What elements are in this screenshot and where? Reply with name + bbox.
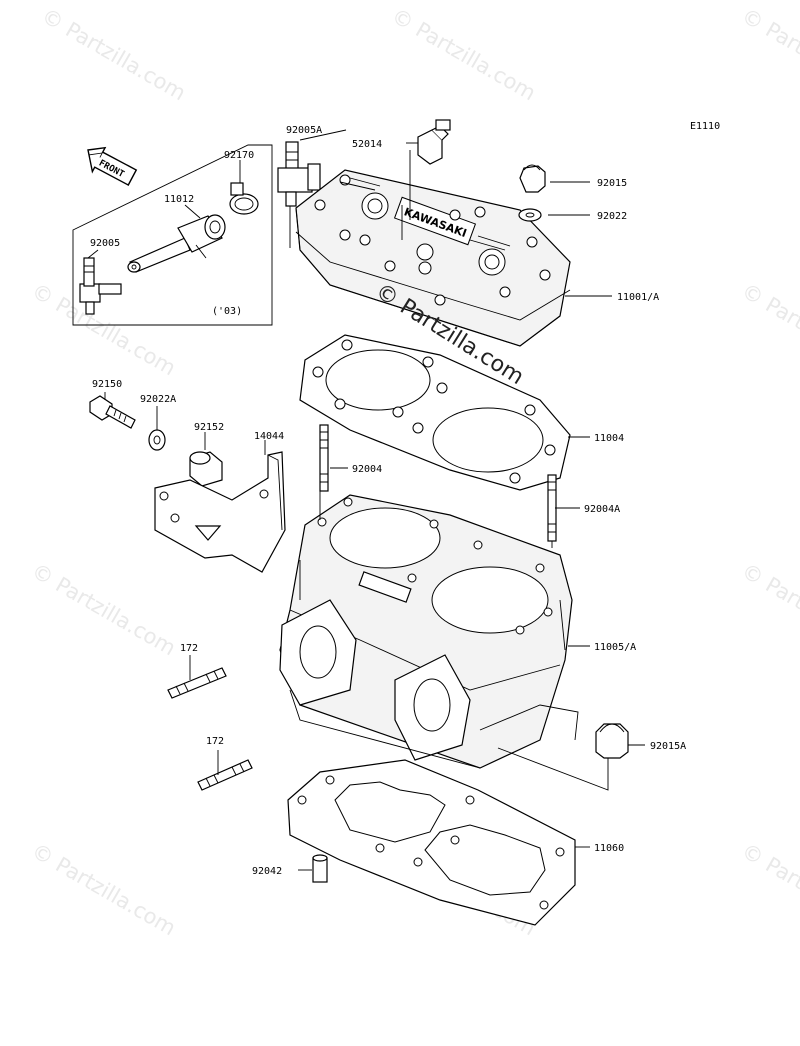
washer-92022A	[148, 429, 166, 451]
bolt-92150	[89, 395, 136, 429]
label-92022A: 92022A	[140, 394, 176, 405]
head-gasket-11004	[299, 334, 571, 491]
cap-nut-92015	[519, 164, 546, 193]
label-172-lower: 172	[206, 736, 224, 747]
dowel-92042	[312, 854, 328, 883]
pipe-11012	[127, 214, 226, 273]
bracket-14044	[154, 451, 286, 573]
watermark: © Partzilla.com	[28, 839, 180, 941]
label-172-upper: 172	[180, 643, 198, 654]
watermark: © Partzilla.com	[388, 4, 540, 106]
label-92005A: 92005A	[286, 125, 322, 136]
label-92004A: 92004A	[584, 504, 620, 515]
label-92152: 92152	[194, 422, 224, 433]
stud-92004A	[547, 474, 557, 542]
part-labels: 92005A 52014 92170 11012 92005 92015 920…	[90, 125, 686, 877]
year-note: ('03)	[212, 306, 242, 317]
label-92015: 92015	[597, 178, 627, 189]
label-11060: 11060	[594, 843, 624, 854]
stud-172-lower	[197, 759, 253, 791]
cap-nut-92015A	[595, 723, 629, 759]
label-92004: 92004	[352, 464, 382, 475]
fitting-52014	[417, 119, 451, 165]
cylinder-head-11001A: KAWASAKI	[295, 169, 571, 347]
collar-92152	[189, 451, 223, 487]
label-11004: 11004	[594, 433, 624, 444]
base-gasket-11060	[287, 759, 576, 926]
washer-92022	[518, 208, 542, 222]
watermark: © Partzilla.com	[738, 4, 800, 106]
label-11012: 11012	[164, 194, 194, 205]
diagram-code: E1110	[690, 121, 720, 132]
front-arrow-icon: FRONT	[87, 146, 138, 186]
leader-lines	[87, 129, 645, 871]
label-92015A: 92015A	[650, 741, 686, 752]
label-92005: 92005	[90, 238, 120, 249]
label-14044: 14044	[254, 431, 284, 442]
fitting-92005	[79, 257, 122, 315]
clamp-92170	[229, 182, 259, 215]
watermark: © Partzilla.com	[738, 279, 800, 381]
label-92170: 92170	[224, 150, 254, 161]
label-11001A: 11001/A	[617, 292, 659, 303]
stud-172-upper	[167, 667, 227, 699]
label-11005A: 11005/A	[594, 642, 636, 653]
watermark: © Partzilla.com	[738, 559, 800, 661]
fitting-92005A	[277, 141, 321, 207]
label-92022: 92022	[597, 211, 627, 222]
stud-92004	[319, 424, 329, 492]
label-52014: 52014	[352, 139, 382, 150]
watermark: © Partzilla.com	[28, 559, 180, 661]
label-92150: 92150	[92, 379, 122, 390]
watermark: © Partzilla.com	[38, 4, 190, 106]
watermark: © Partzilla.com	[738, 839, 800, 941]
cylinder-11005A	[279, 494, 579, 769]
inset-box: ('03)	[72, 144, 273, 326]
label-92042: 92042	[252, 866, 282, 877]
